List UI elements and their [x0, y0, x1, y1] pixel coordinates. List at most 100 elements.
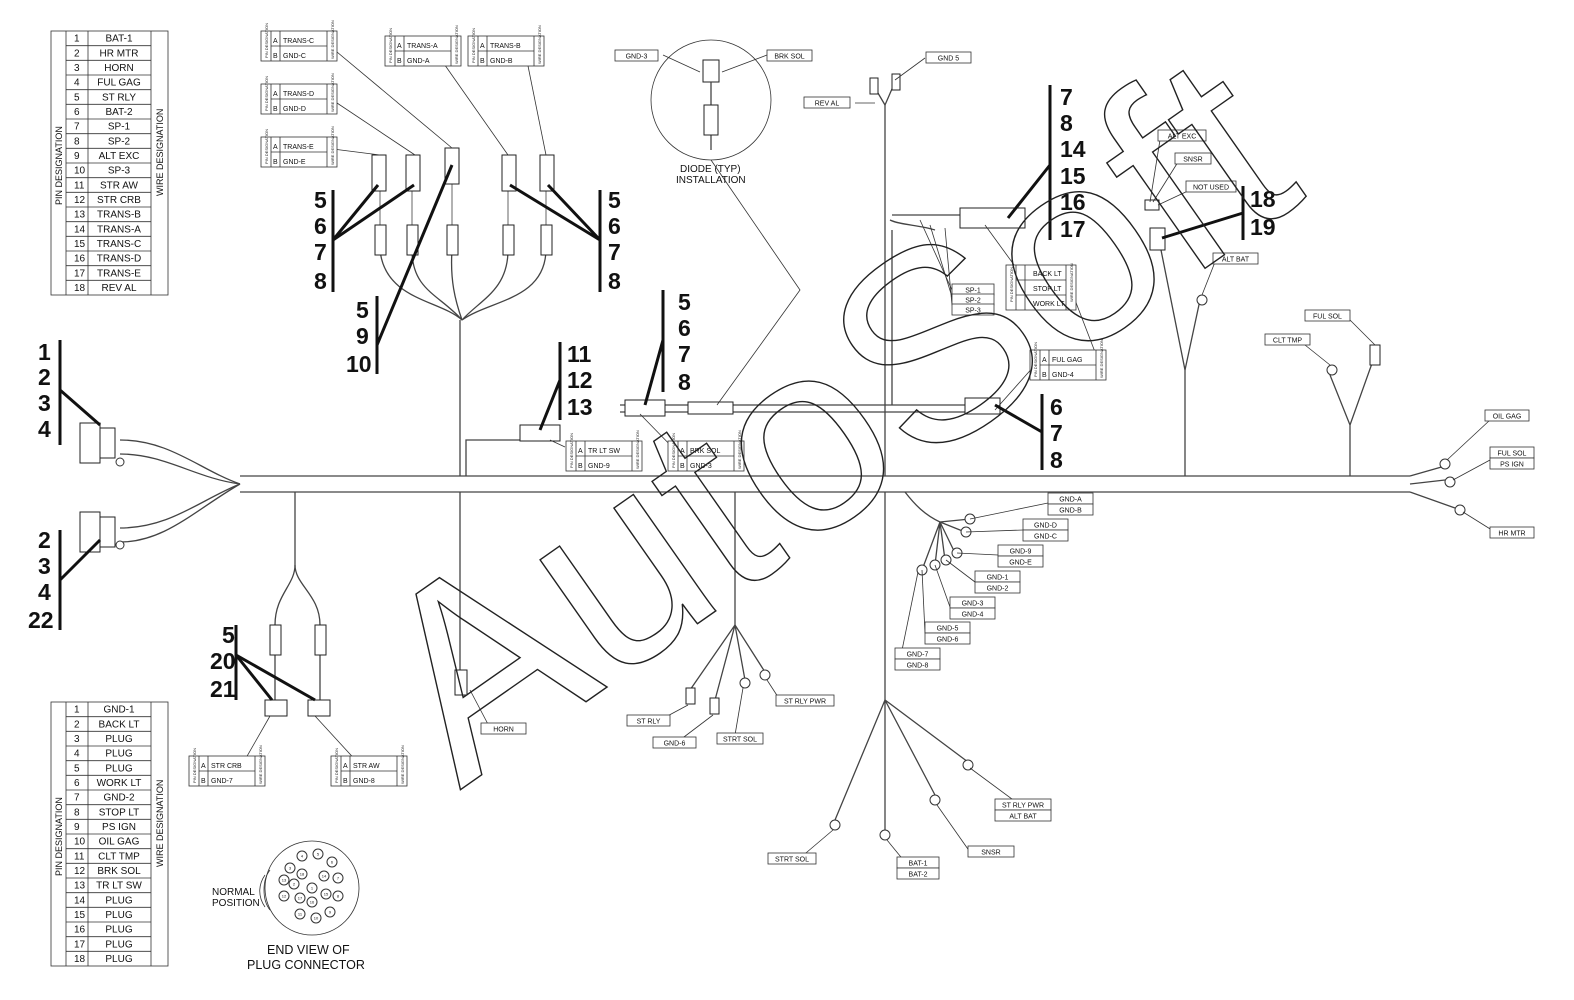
pin-number: 13: [74, 881, 86, 892]
pin-a: A: [578, 448, 583, 455]
pin-b: B: [397, 58, 402, 65]
callout-8: 8: [1050, 447, 1063, 473]
pin-number: 15: [74, 910, 86, 921]
callout-7: 7: [678, 341, 691, 367]
wire-col-header: WIRE DESIGNATION: [330, 20, 335, 59]
plug-pin-number: 11: [298, 912, 303, 917]
callout-8: 8: [314, 268, 327, 294]
callout-8: 8: [678, 369, 691, 395]
pin-number: 13: [74, 210, 86, 221]
plug-pin: [288, 878, 300, 890]
wire-col-header: WIRE DESIGNATION: [1069, 263, 1074, 302]
wire-a: TRANS-E: [283, 144, 314, 151]
label-text: FUL SOL: [1313, 314, 1342, 321]
callout-4: 4: [38, 579, 51, 605]
wire-a: TR LT SW: [588, 448, 620, 455]
pin-col-header: PIN DESIGNATION: [264, 23, 269, 58]
wire-name: PLUG: [105, 939, 132, 950]
label-st-rly-pwr-low: ST RLY PWR: [994, 798, 1052, 811]
label-text: PS IGN: [1500, 462, 1524, 469]
label-horn: HORN: [480, 722, 527, 735]
pin-number: 12: [74, 195, 86, 206]
end-view-title-2: PLUG CONNECTOR: [247, 958, 365, 972]
wire-name: GND-2: [103, 793, 135, 804]
pin-number: 16: [74, 925, 86, 936]
label-text: GND-9: [1010, 549, 1032, 556]
callout-bars: [58, 85, 1245, 702]
callout-7: 7: [314, 239, 327, 265]
callout-3: 3: [38, 390, 51, 416]
plug-pin: [296, 850, 308, 862]
wire-name: TRANS-A: [97, 224, 141, 235]
wire-col-header: WIRE DESIGNATION: [454, 25, 459, 64]
pin-col-header: PIN DESIGNATION: [1033, 342, 1038, 377]
wire-col-header: WIRE DESIGNATION: [258, 745, 263, 784]
wire-name: STOP LT: [99, 807, 140, 818]
plug-pin-number: 4: [301, 854, 304, 859]
callout-6: 6: [608, 213, 621, 239]
wire-name: TR LT SW: [96, 881, 142, 892]
wire-name: PLUG: [105, 749, 132, 760]
plug-pin-number: 14: [322, 874, 327, 879]
pin-number: 17: [74, 939, 86, 950]
normal-label: NORMAL: [212, 887, 255, 898]
pin-a: A: [273, 38, 278, 45]
pin-number: 10: [74, 837, 86, 848]
callout-6: 6: [1050, 394, 1063, 420]
label-hr-mtr: HR MTR: [1489, 526, 1535, 539]
wire-a: TRANS-B: [490, 43, 521, 50]
wire-name: CLT TMP: [98, 851, 140, 862]
wire-name: ST RLY: [102, 92, 136, 103]
label-gnd-5: GND-5: [924, 621, 971, 634]
wire-name: ALT EXC: [99, 151, 140, 162]
pin-number: 7: [74, 793, 80, 804]
wire-name: STR AW: [100, 180, 139, 191]
pin-number: 11: [74, 851, 85, 862]
wire-name: PLUG: [105, 734, 132, 745]
pin-b: B: [1042, 372, 1047, 379]
pin-number: 1: [74, 34, 80, 45]
callout-18: 18: [1250, 186, 1276, 212]
wire-col-header: WIRE DESIGNATION: [330, 73, 335, 112]
pin-number: 5: [74, 763, 80, 774]
wire-a: TRANS-A: [407, 43, 438, 50]
wire-name: STR CRB: [97, 195, 141, 206]
label-text: GND-A: [1059, 497, 1082, 504]
wire-name: PLUG: [105, 954, 132, 965]
label-gnd-b: GND-B: [1047, 503, 1094, 516]
pin-number: 6: [74, 778, 80, 789]
label-text: GND-C: [1034, 534, 1057, 541]
pin-a: A: [273, 91, 278, 98]
plug-pin-number: 5: [317, 852, 320, 857]
wire-b: GND-8: [353, 778, 375, 785]
pin-b: B: [480, 58, 485, 65]
label-text: GND-2: [987, 586, 1009, 593]
plug-pin: [306, 882, 318, 894]
callout-1: 1: [38, 339, 51, 365]
pin-number: 4: [74, 749, 80, 760]
wire-name: PLUG: [105, 910, 132, 921]
plug-pin: [332, 872, 344, 884]
leader-lines: [241, 41, 1496, 863]
label-text: GND-4: [962, 612, 984, 619]
plug-pin-number: 16: [310, 900, 315, 905]
wire-name: BRK SOL: [97, 866, 141, 877]
pin-col-header: PIN DESIGNATION: [471, 28, 476, 63]
pin-col-header: PIN DESIGNATION: [569, 433, 574, 468]
label-text: GND-6: [664, 741, 686, 748]
label-bat-1: BAT-1: [896, 856, 940, 869]
plug-pin-number: 8: [337, 894, 340, 899]
wire-name: REV AL: [101, 283, 136, 294]
wire-name: WORK LT: [97, 778, 142, 789]
pin-a: A: [397, 43, 402, 50]
label-gnd5-top: GND 5: [925, 51, 972, 64]
plug-pin-number: 18: [300, 872, 305, 877]
callout-2: 2: [38, 364, 51, 390]
label-text: GND-8: [907, 663, 929, 670]
label-text: SP-1: [965, 288, 981, 295]
pin-number: 2: [74, 48, 80, 59]
diode-detail: [650, 39, 801, 406]
